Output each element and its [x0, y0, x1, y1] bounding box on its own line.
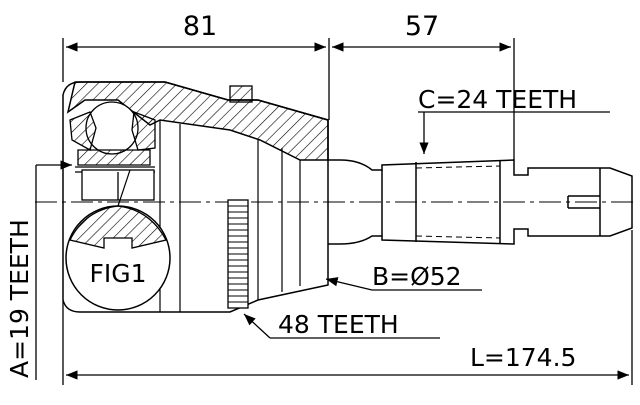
spline-a-leader	[35, 160, 72, 380]
stub-shaft	[328, 159, 633, 245]
dimension-top	[62, 38, 515, 160]
fig1-label: FIG1	[89, 259, 146, 288]
dimension-57-label: 57	[405, 11, 439, 42]
abs-teeth-label: 48 TEETH	[278, 310, 399, 339]
outer-housing	[62, 81, 329, 313]
spline-marks	[415, 165, 501, 239]
spline-c-label: C=24 TEETH	[418, 85, 577, 114]
ball-cage	[69, 101, 156, 201]
dimension-81-label: 81	[183, 11, 217, 42]
dimension-total	[62, 230, 633, 385]
fig1-detail	[65, 169, 171, 311]
abs-teeth-leader	[243, 313, 440, 339]
spline-a-label: A=19 TEETH	[5, 219, 34, 378]
abs-ring	[227, 199, 249, 309]
spline-c-leader	[418, 111, 610, 154]
total-length-label: L=174.5	[470, 343, 576, 372]
diameter-b-label: B=Ø52	[372, 262, 462, 291]
diameter-b-leader	[325, 277, 482, 291]
